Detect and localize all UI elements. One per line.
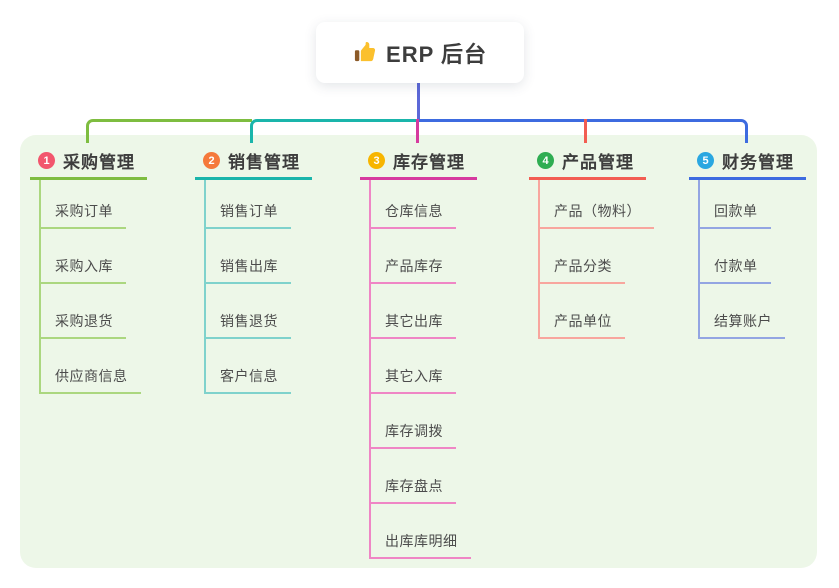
child-row: 产品单位 [538, 284, 654, 339]
branch-number-badge: 3 [368, 152, 385, 169]
branch-panel [20, 135, 817, 568]
branch-number-badge: 2 [203, 152, 220, 169]
child-node[interactable]: 其它出库 [369, 311, 456, 339]
connector-branch-sales [250, 119, 418, 143]
child-node[interactable]: 采购订单 [39, 201, 126, 229]
child-node[interactable]: 供应商信息 [39, 366, 141, 394]
branch-label: 采购管理 [63, 153, 135, 172]
child-row: 采购退货 [39, 284, 147, 339]
connector-branch-finance [419, 119, 748, 143]
child-node[interactable]: 采购退货 [39, 311, 126, 339]
connector-branch-product [584, 119, 587, 143]
child-row: 回款单 [698, 180, 806, 229]
root-node[interactable]: ERP 后台 [316, 22, 524, 83]
child-node[interactable]: 库存调拨 [369, 421, 456, 449]
branch-children: 仓库信息 产品库存 其它出库 其它入库 库存调拨 库存盘点 出库库明细 [369, 180, 477, 559]
thumbs-up-icon [353, 41, 376, 64]
branch-node-product[interactable]: 4 产品管理 [529, 144, 646, 180]
child-row: 采购订单 [39, 180, 147, 229]
child-node[interactable]: 产品分类 [538, 256, 625, 284]
child-row: 销售退货 [204, 284, 312, 339]
branch-children: 销售订单 销售出库 销售退货 客户信息 [204, 180, 312, 394]
child-node[interactable]: 产品（物料） [538, 201, 654, 229]
branch-inventory: 3 库存管理 仓库信息 产品库存 其它出库 其它入库 库存调拨 库存盘点 出库库… [360, 144, 477, 559]
branch-label: 财务管理 [722, 153, 794, 172]
branch-children: 回款单 付款单 结算账户 [698, 180, 806, 339]
root-node-label: ERP 后台 [386, 41, 487, 67]
branch-product: 4 产品管理 产品（物料） 产品分类 产品单位 [529, 144, 654, 339]
child-row: 付款单 [698, 229, 806, 284]
child-node[interactable]: 结算账户 [698, 311, 785, 339]
child-node[interactable]: 客户信息 [204, 366, 291, 394]
branch-children: 产品（物料） 产品分类 产品单位 [538, 180, 654, 339]
branch-number-badge: 1 [38, 152, 55, 169]
branch-number-badge: 4 [537, 152, 554, 169]
connector-branch-purchase [86, 119, 252, 143]
child-row: 库存调拨 [369, 394, 477, 449]
child-row: 销售出库 [204, 229, 312, 284]
child-row: 仓库信息 [369, 180, 477, 229]
child-row: 结算账户 [698, 284, 806, 339]
child-node[interactable]: 库存盘点 [369, 476, 456, 504]
branch-finance: 5 财务管理 回款单 付款单 结算账户 [689, 144, 806, 339]
child-node[interactable]: 仓库信息 [369, 201, 456, 229]
child-node[interactable]: 销售出库 [204, 256, 291, 284]
child-row: 产品分类 [538, 229, 654, 284]
child-row: 产品库存 [369, 229, 477, 284]
child-node[interactable]: 销售退货 [204, 311, 291, 339]
child-row: 销售订单 [204, 180, 312, 229]
child-row: 其它出库 [369, 284, 477, 339]
branch-node-inventory[interactable]: 3 库存管理 [360, 144, 477, 180]
child-node[interactable]: 出库库明细 [369, 531, 471, 559]
child-row: 库存盘点 [369, 449, 477, 504]
branch-label: 产品管理 [562, 153, 634, 172]
child-node[interactable]: 回款单 [698, 201, 771, 229]
child-row: 产品（物料） [538, 180, 654, 229]
connector-root [417, 83, 420, 122]
child-row: 出库库明细 [369, 504, 477, 559]
child-node[interactable]: 销售订单 [204, 201, 291, 229]
branch-children: 采购订单 采购入库 采购退货 供应商信息 [39, 180, 147, 394]
branch-sales: 2 销售管理 销售订单 销售出库 销售退货 客户信息 [195, 144, 312, 394]
child-node[interactable]: 其它入库 [369, 366, 456, 394]
branch-number-badge: 5 [697, 152, 714, 169]
branch-node-finance[interactable]: 5 财务管理 [689, 144, 806, 180]
branch-label: 库存管理 [393, 153, 465, 172]
child-node[interactable]: 产品库存 [369, 256, 456, 284]
child-row: 采购入库 [39, 229, 147, 284]
branch-node-sales[interactable]: 2 销售管理 [195, 144, 312, 180]
child-node[interactable]: 采购入库 [39, 256, 126, 284]
connector-branch-inventory [416, 119, 419, 143]
child-row: 其它入库 [369, 339, 477, 394]
branch-node-purchase[interactable]: 1 采购管理 [30, 144, 147, 180]
child-row: 客户信息 [204, 339, 312, 394]
child-row: 供应商信息 [39, 339, 147, 394]
branch-label: 销售管理 [228, 153, 300, 172]
child-node[interactable]: 付款单 [698, 256, 771, 284]
child-node[interactable]: 产品单位 [538, 311, 625, 339]
branch-purchase: 1 采购管理 采购订单 采购入库 采购退货 供应商信息 [30, 144, 147, 394]
